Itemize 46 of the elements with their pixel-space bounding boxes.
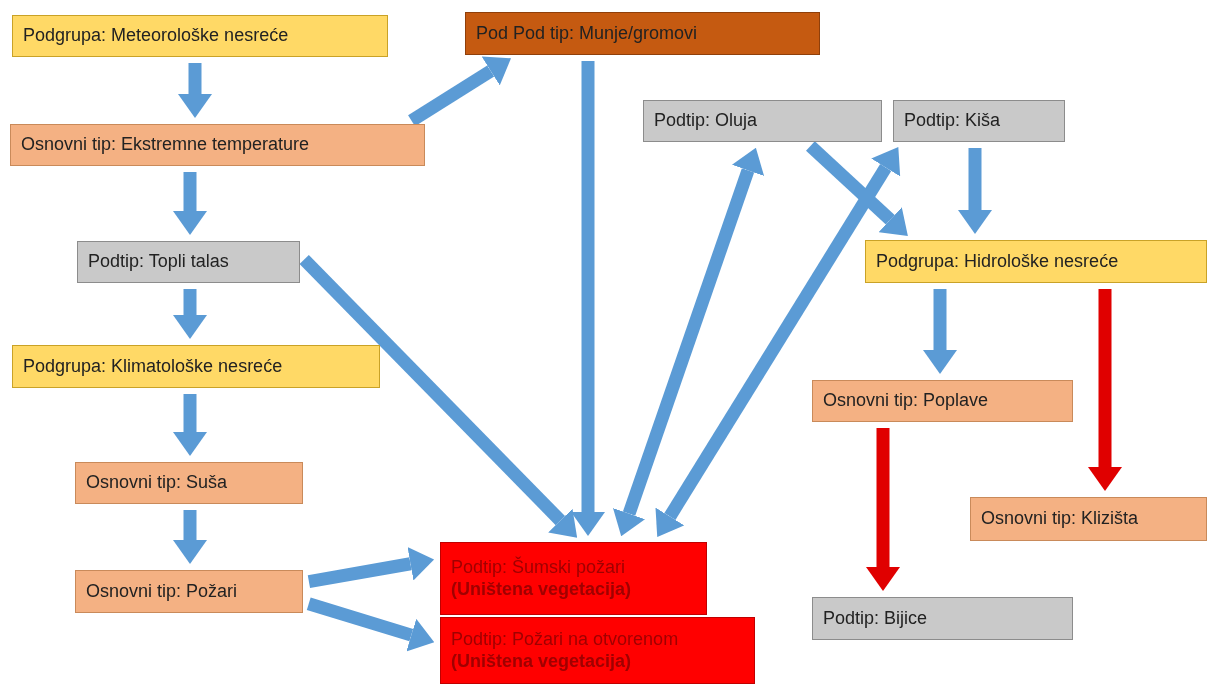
box-label: Podtip: Kiša	[904, 110, 1001, 132]
box-label: Podtip: Požari na otvorenom (Uništena vegetacija)	[451, 628, 680, 673]
box-label: Osnovni tip: Klizišta	[981, 508, 1139, 530]
process-box	[10, 124, 425, 166]
arrow	[173, 394, 207, 456]
box-label: Podtip: Šumski požari (Uništena vegetacija)	[451, 556, 633, 601]
box-label: Podgrupa: Meteorološke nesreće	[23, 25, 289, 47]
process-box	[77, 241, 300, 283]
arrow	[1088, 289, 1122, 491]
arrow	[655, 147, 901, 537]
arrow	[958, 148, 992, 234]
box-label: Podtip: Oluja	[654, 110, 758, 132]
arrow	[806, 141, 908, 236]
arrow	[923, 289, 957, 374]
arrow	[299, 254, 578, 538]
process-box	[865, 240, 1207, 283]
process-box	[75, 462, 303, 504]
arrow	[173, 289, 207, 339]
box-label: Osnovni tip: Suša	[86, 472, 228, 494]
process-box	[465, 12, 820, 55]
process-box	[75, 570, 303, 613]
arrow	[866, 428, 900, 591]
box-label: Podgrupa: Hidrološke nesreće	[876, 250, 1119, 273]
process-box	[440, 542, 707, 615]
arrow	[178, 63, 212, 118]
box-label: Podtip: Bijice	[823, 607, 928, 630]
arrow	[173, 510, 207, 564]
box-label: Pod Pod tip: Munje/gromovi	[476, 22, 698, 45]
process-box	[12, 345, 380, 388]
box-label: Podgrupa: Klimatološke nesreće	[23, 355, 283, 378]
process-box	[893, 100, 1065, 142]
arrow	[306, 597, 435, 652]
process-box	[12, 15, 388, 57]
process-box	[812, 380, 1073, 422]
box-label: Osnovni tip: Ekstremne temperature	[21, 134, 310, 156]
arrow	[307, 547, 435, 589]
process-box	[643, 100, 882, 142]
box-label: Osnovni tip: Požari	[86, 580, 238, 603]
process-box	[970, 497, 1207, 541]
arrow	[173, 172, 207, 235]
arrow	[613, 147, 765, 537]
process-box	[812, 597, 1073, 640]
box-label: Osnovni tip: Poplave	[823, 390, 989, 412]
box-label: Podtip: Topli talas	[88, 251, 229, 273]
process-box	[440, 617, 755, 684]
arrow	[571, 61, 605, 536]
